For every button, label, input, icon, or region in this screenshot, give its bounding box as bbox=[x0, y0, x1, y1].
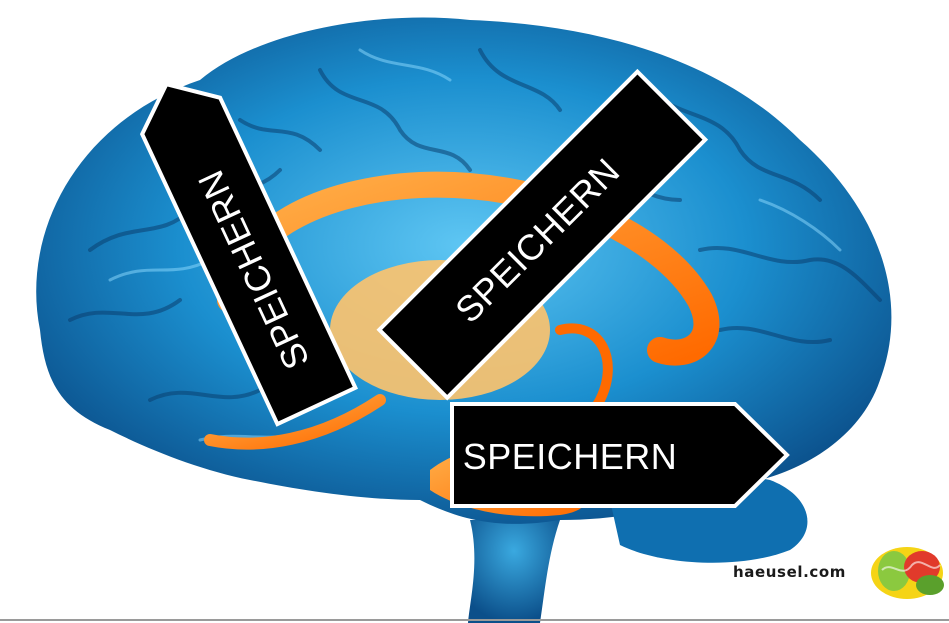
brand-text[interactable]: haeusel.com bbox=[733, 563, 846, 581]
arrow-right: SPEICHERN bbox=[452, 404, 787, 506]
bottom-divider bbox=[0, 619, 949, 621]
brain-stem bbox=[468, 520, 560, 623]
brain-logo-icon bbox=[871, 547, 944, 599]
arrow-right-label: SPEICHERN bbox=[463, 436, 678, 477]
